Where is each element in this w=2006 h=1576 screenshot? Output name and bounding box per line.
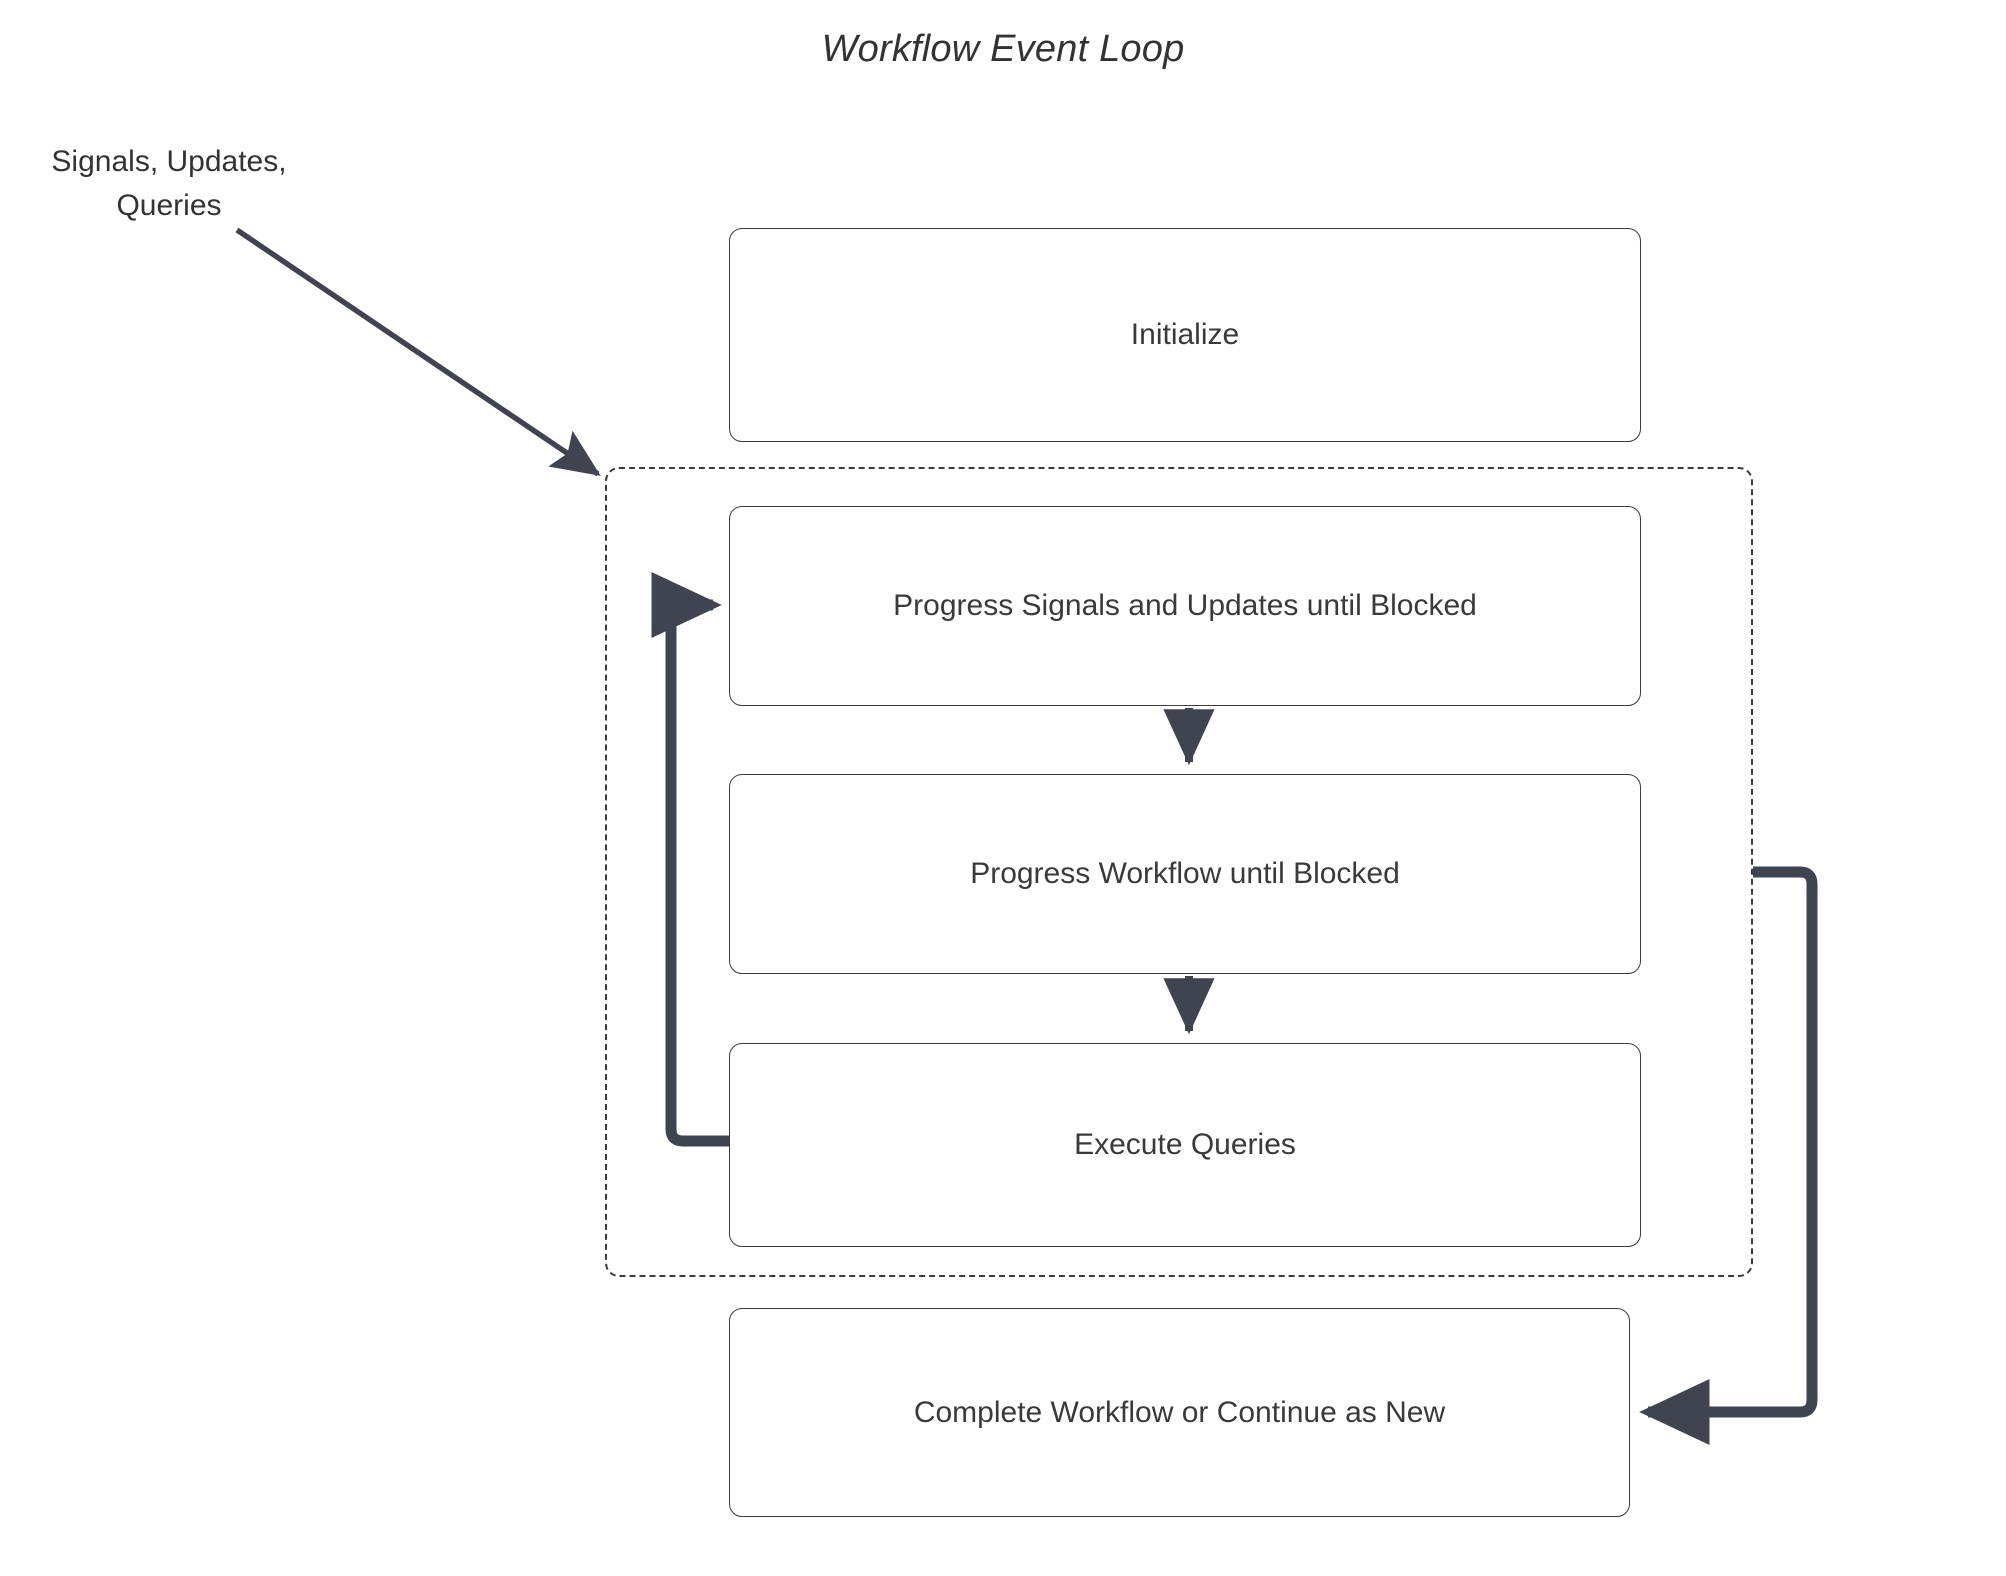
node-initialize[interactable]: Initialize: [729, 228, 1641, 442]
edge-external-to-loop: [235, 227, 601, 477]
node-progress-workflow[interactable]: Progress Workflow until Blocked: [729, 774, 1641, 974]
node-execute-queries[interactable]: Execute Queries: [729, 1043, 1641, 1247]
node-complete-label: Complete Workflow or Continue as New: [913, 1395, 1446, 1429]
external-input-label: Signals, Updates, Queries: [51, 145, 287, 222]
node-complete-workflow-or-continue-as-new[interactable]: Complete Workflow or Continue as New: [729, 1308, 1630, 1517]
node-progress-signals-label: Progress Signals and Updates until Block…: [893, 589, 1477, 622]
cluster-event-loop: [605, 467, 1753, 1277]
node-execute-queries-label: Execute Queries: [1074, 1128, 1296, 1161]
node-initialize-label: Initialize: [1130, 318, 1240, 351]
node-progress-signals-and-updates[interactable]: Progress Signals and Updates until Block…: [729, 506, 1641, 706]
page-title: Workflow Event Loop: [821, 28, 1185, 70]
node-progress-workflow-label: Progress Workflow until Blocked: [970, 857, 1400, 890]
